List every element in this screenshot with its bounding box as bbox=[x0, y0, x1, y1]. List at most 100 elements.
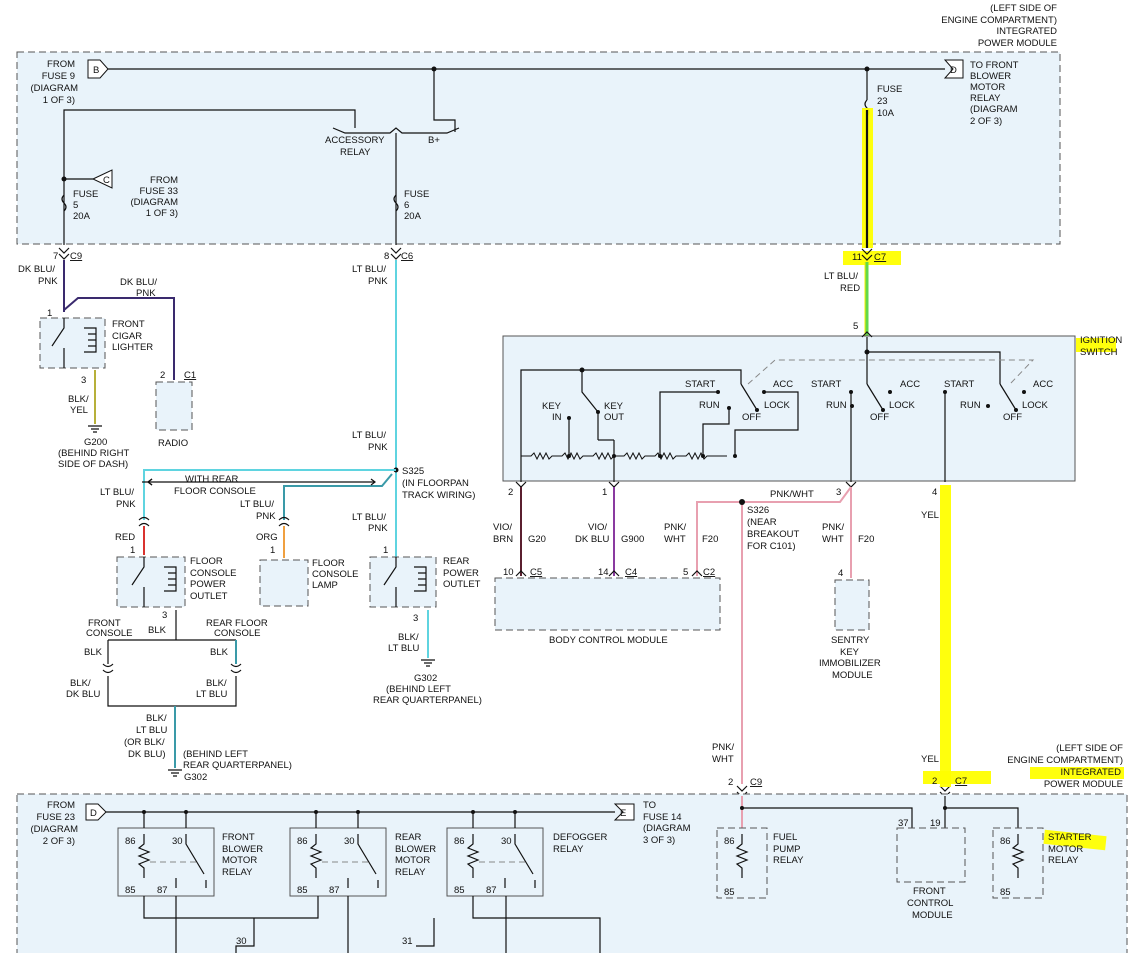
diagram-label: BLOWER bbox=[222, 844, 263, 855]
diagram-label: S325 bbox=[402, 466, 424, 477]
cigar-lighter-icon bbox=[51, 318, 97, 368]
relay-coil-icon bbox=[137, 834, 151, 878]
diagram-label: START bbox=[685, 379, 715, 390]
radio-box bbox=[155, 381, 193, 431]
diagram-label: RUN bbox=[699, 400, 720, 411]
diagram-label: LT BLU/ bbox=[824, 271, 858, 282]
fuel-pump-relay: 86 85 FUEL PUMP RELAY bbox=[716, 796, 913, 899]
diagram-label: LOCK bbox=[889, 400, 916, 411]
diagram-label: RELAY bbox=[395, 867, 426, 878]
diagram-label: C5 bbox=[530, 567, 542, 578]
highlight-ignition-switch bbox=[1076, 338, 1116, 352]
resistor-ladder-icon bbox=[521, 451, 727, 461]
rear-power-outlet-label: REAR POWER OUTLET bbox=[443, 556, 481, 590]
diagram-label: (DIAGRAM bbox=[131, 197, 179, 208]
diagram-label: 23 bbox=[877, 96, 888, 107]
diagram-label: START bbox=[811, 379, 841, 390]
highlight-c7 bbox=[843, 251, 901, 265]
diagram-label: C6 bbox=[401, 251, 413, 262]
diagram-label: BLK bbox=[210, 647, 229, 658]
diagram-label: MOTOR bbox=[395, 855, 430, 866]
relay-switch-icon bbox=[175, 834, 207, 888]
diagram-label: G900 bbox=[621, 534, 644, 545]
diagram-label: 86 bbox=[724, 836, 735, 847]
floor-console-lamp-label: FLOOR CONSOLE LAMP bbox=[312, 558, 358, 591]
diagram-label: LT BLU/ bbox=[100, 487, 134, 498]
diagram-label: 2 OF 3) bbox=[43, 836, 75, 847]
diagram-label: 30 bbox=[501, 836, 512, 847]
diagram-label: BODY CONTROL MODULE bbox=[549, 635, 668, 646]
diagram-label: RELAY bbox=[553, 844, 584, 855]
diagram-label: 19 bbox=[930, 818, 941, 829]
diagram-label: RUN bbox=[826, 400, 847, 411]
floor-console-lamp-box bbox=[259, 559, 309, 607]
diagram-label: 87 bbox=[486, 885, 497, 896]
diagram-label: RELAY bbox=[970, 93, 1001, 104]
to-fuse14-label: TO FUSE 14 (DIAGRAM 3 OF 3) bbox=[643, 800, 691, 846]
diagram-label: 86 bbox=[1000, 836, 1011, 847]
diagram-label: ACC bbox=[1033, 379, 1053, 390]
body-control-module-box bbox=[494, 577, 721, 631]
diagram-label: FOR C101) bbox=[747, 541, 796, 552]
diagram-label: G20 bbox=[528, 534, 546, 545]
diagram-label: MODULE bbox=[912, 910, 953, 921]
diagram-label: 1 bbox=[270, 545, 275, 556]
diagram-label: 3 bbox=[81, 375, 86, 386]
blk-ltblu-3-label: BLK/ LT BLU (OR BLK/ DK BLU) bbox=[124, 713, 167, 760]
diagram-label: 7 bbox=[53, 251, 58, 262]
diagram-label: 31 bbox=[402, 936, 413, 947]
diagram-label: TO bbox=[643, 800, 656, 811]
diagram-label: 87 bbox=[329, 885, 340, 896]
diagram-label: 86 bbox=[125, 836, 136, 847]
diagram-label: 11 bbox=[852, 252, 862, 263]
diagram-label: FROM bbox=[47, 800, 75, 811]
diagram-label: RELAY bbox=[1048, 855, 1079, 866]
diagram-label: DK BLU/ bbox=[120, 277, 157, 288]
sentry-key-immobilizer-box bbox=[834, 579, 870, 631]
diagram-label: WHT bbox=[822, 534, 844, 545]
diagram-label: DK BLU bbox=[575, 534, 609, 545]
diagram-label: 85 bbox=[724, 887, 735, 898]
diagram-label: 85 bbox=[125, 885, 136, 896]
diagram-label: FUSE 14 bbox=[643, 812, 682, 823]
g302-b-label: G302 (BEHIND LEFT REAR QUARTERPANEL) bbox=[373, 673, 482, 706]
diagram-label: G200 bbox=[84, 437, 107, 448]
diagram-label: D bbox=[950, 65, 957, 76]
relay-switch-icon bbox=[504, 834, 536, 888]
diagram-label: D bbox=[90, 808, 97, 819]
diagram-label: 85 bbox=[1000, 887, 1011, 898]
diagram-label: 14 bbox=[598, 567, 609, 578]
relay-coil-icon bbox=[309, 834, 323, 878]
connector-d-icon bbox=[943, 59, 964, 79]
diagram-label: PNK/ bbox=[712, 742, 735, 753]
diagram-label: PNK bbox=[368, 523, 388, 534]
diagram-label: 10 bbox=[503, 567, 514, 578]
diagram-label: SIDE OF DASH) bbox=[58, 459, 128, 470]
diagram-label: LIGHTER bbox=[112, 342, 153, 353]
relay-coil-icon bbox=[1011, 834, 1025, 878]
relay-switch-icon bbox=[347, 834, 379, 888]
diagram-label: START bbox=[944, 379, 974, 390]
diagram-label: 1 bbox=[130, 545, 135, 556]
diagram-label: BLK/ bbox=[68, 394, 89, 405]
diagram-label: KEY bbox=[604, 401, 624, 412]
diagram-label: FROM bbox=[47, 59, 75, 70]
diagram-label: 2 bbox=[508, 487, 513, 498]
diagram-label: INTEGRATED bbox=[996, 26, 1057, 37]
ground-g302-b-icon bbox=[421, 659, 435, 667]
rear-power-outlet-box bbox=[369, 556, 437, 608]
diagram-label: LOCK bbox=[1022, 400, 1049, 411]
diagram-label: FUSE 9 bbox=[42, 71, 75, 82]
g200-label: G200 (BEHIND RIGHT SIDE OF DASH) bbox=[58, 437, 129, 470]
starter-motor-relay: 86 85 STARTER MOTOR RELAY bbox=[992, 827, 1107, 899]
relay-coil-icon bbox=[466, 834, 480, 878]
diagram-label: OUT bbox=[604, 412, 624, 423]
diagram-label: LT BLU/ bbox=[352, 264, 386, 275]
diagram-label: BLK/ bbox=[206, 678, 227, 689]
diagram-label: ORG bbox=[256, 532, 278, 543]
rear-blower-relay: 86 30 85 87 REAR BLOWER MOTOR RELAY bbox=[289, 810, 436, 897]
diagram-label: REAR QUARTERPANEL) bbox=[373, 695, 482, 706]
defogger-relay: 86 30 85 87 DEFOGGER RELAY bbox=[446, 810, 608, 897]
diagram-label: STARTER bbox=[1048, 832, 1092, 843]
